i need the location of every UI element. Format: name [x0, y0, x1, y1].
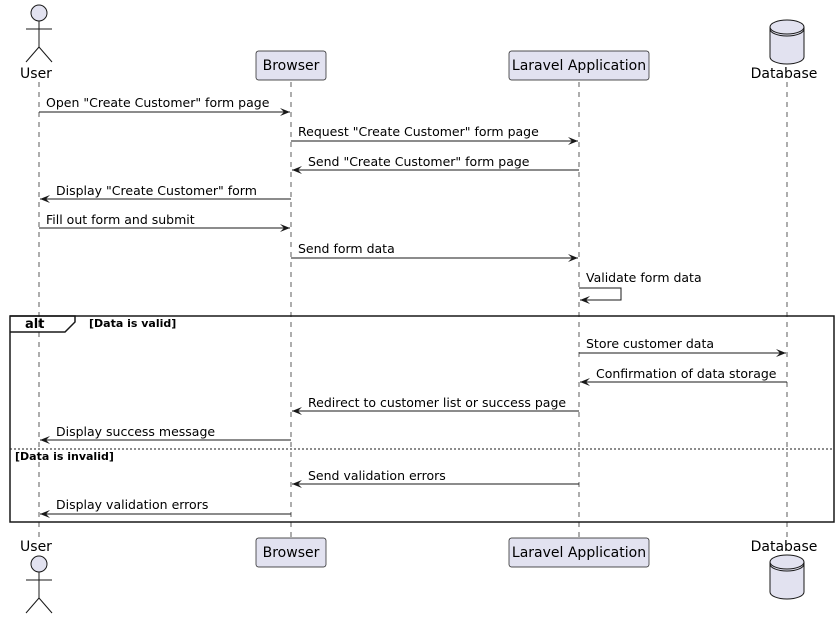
message-label: Display "Create Customer" form	[56, 183, 257, 198]
participant-label: User	[20, 66, 52, 82]
alt-fragment: alt [Data is valid] [Data is invalid]	[9, 315, 835, 523]
message: Redirect to customer list or success pag…	[292, 395, 579, 415]
message-label: Send form data	[298, 241, 395, 256]
message: Request "Create Customer" form page	[291, 124, 578, 145]
participant-box	[508, 50, 650, 81]
database-icon	[769, 19, 805, 65]
alt-condition-valid: [Data is valid]	[89, 317, 176, 330]
alt-fragment-frame	[9, 315, 835, 523]
message-label: Validate form data	[586, 270, 702, 285]
participant-label: Laravel Application	[512, 545, 646, 561]
message-label: Send "Create Customer" form page	[308, 154, 530, 169]
database-icon	[769, 554, 805, 600]
message-label: Open "Create Customer" form page	[46, 95, 270, 110]
alt-keyword: alt	[25, 317, 44, 332]
participant-browser-bottom: Browser	[255, 537, 327, 568]
message: Send "Create Customer" form page	[292, 154, 579, 174]
participant-browser-top: Browser	[255, 50, 327, 81]
alt-fragment-tab	[10, 315, 76, 333]
message: Confirmation of data storage	[580, 366, 787, 386]
message: Display validation errors	[40, 497, 291, 518]
message: Store customer data	[579, 336, 786, 357]
participant-box	[255, 537, 327, 568]
message: Open "Create Customer" form page	[39, 95, 290, 116]
participant-database-bottom: Database	[751, 539, 818, 600]
participant-box	[255, 50, 327, 81]
alt-condition-invalid: [Data is invalid]	[15, 450, 114, 463]
participant-user-bottom: User	[20, 539, 53, 614]
message: Send form data	[291, 241, 578, 262]
message-label: Confirmation of data storage	[596, 366, 777, 381]
participant-label: Browser	[263, 545, 320, 561]
message-arrow	[579, 287, 622, 304]
message-label: Display validation errors	[56, 497, 208, 512]
actor-icon	[25, 4, 53, 63]
message-self: Validate form data	[579, 270, 702, 304]
message-label: Request "Create Customer" form page	[298, 124, 539, 139]
participants-bottom: User Browser Laravel Application Databas…	[20, 537, 818, 614]
participant-box	[508, 537, 650, 568]
participant-label: Laravel Application	[512, 58, 646, 74]
participant-label: Browser	[263, 58, 320, 74]
message-label: Fill out form and submit	[46, 212, 195, 227]
actor-icon	[25, 555, 53, 614]
lifelines	[38, 82, 788, 538]
message: Fill out form and submit	[39, 212, 290, 232]
message-label: Display success message	[56, 424, 215, 439]
participant-laravel-top: Laravel Application	[508, 50, 650, 81]
message-label: Send validation errors	[308, 468, 446, 483]
participant-label: Database	[751, 66, 818, 82]
participant-laravel-bottom: Laravel Application	[508, 537, 650, 568]
participant-database-top: Database	[751, 19, 818, 82]
message: Send validation errors	[292, 468, 579, 488]
message-label: Redirect to customer list or success pag…	[308, 395, 566, 410]
participant-label: Database	[751, 539, 818, 555]
participants-top: User Browser Laravel Application Databas…	[20, 4, 818, 82]
message: Display "Create Customer" form	[40, 183, 291, 203]
participant-user-top: User	[20, 4, 53, 82]
message: Display success message	[40, 424, 291, 444]
message-label: Store customer data	[586, 336, 714, 351]
participant-label: User	[20, 539, 52, 555]
messages: Open "Create Customer" form page Request…	[39, 95, 787, 518]
